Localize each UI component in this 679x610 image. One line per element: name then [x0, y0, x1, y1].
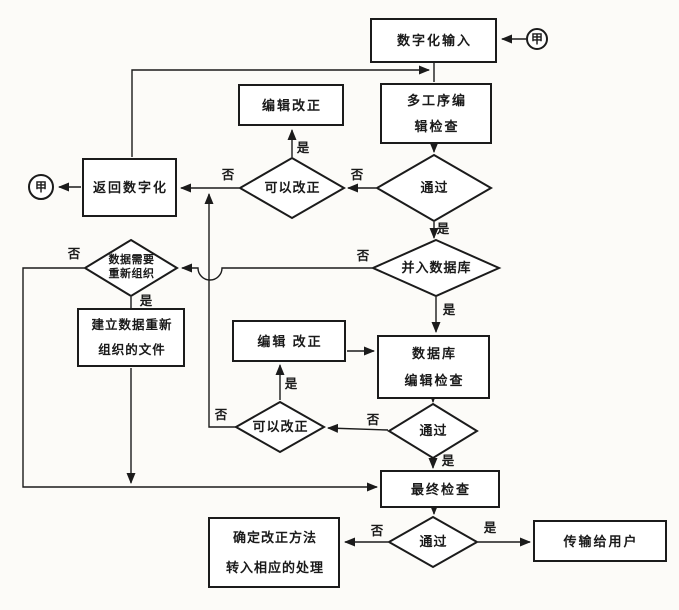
node-edit-correct-1: 编辑改正	[238, 84, 344, 126]
node-multi-process-check: 多工序编 辑检查	[380, 83, 492, 144]
edge-return-feedback-top	[131, 65, 430, 157]
edge-merge-no-with-hop	[181, 263, 372, 281]
branch-cancorrect2-yes: 是	[284, 377, 298, 392]
node-return-digitize-label: 返回数字化	[92, 180, 168, 195]
node-determine-method: 确定改正方法 转入相应的处理	[208, 517, 340, 588]
node-db-edit-check: 数据库 编辑检查	[377, 335, 490, 399]
node-rebuild-file-line1: 建立数据重新	[91, 318, 173, 332]
connector-jia-left-label: 甲	[34, 180, 47, 194]
branch-cancorrect1-no: 否	[221, 168, 235, 183]
node-edit-correct-1-label: 编辑改正	[261, 97, 322, 113]
diamond-merge-into-db	[370, 238, 502, 298]
node-return-digitize: 返回数字化	[82, 158, 177, 217]
branch-cancorrect1-yes: 是	[296, 141, 310, 156]
branch-pass2-yes: 是	[441, 454, 455, 469]
diamond-need-reorg	[83, 238, 179, 298]
diamond-pass-1	[375, 153, 493, 223]
diamond-pass-2	[387, 402, 479, 460]
branch-reorg-no: 否	[67, 247, 81, 262]
node-determine-method-line2: 转入相应的处理	[225, 560, 324, 575]
branch-merge-yes: 是	[442, 303, 456, 318]
node-multi-process-check-line1: 多工序编	[406, 93, 467, 108]
branch-pass3-yes: 是	[483, 521, 497, 536]
branch-merge-no: 否	[356, 249, 370, 264]
node-digitize-input: 数字化输入	[370, 18, 497, 63]
node-edit-correct-2: 编辑 改正	[232, 320, 346, 362]
node-final-check-label: 最终检查	[410, 481, 471, 497]
node-transmit-user-label: 传输给用户	[563, 533, 639, 549]
node-rebuild-file: 建立数据重新 组织的文件	[77, 308, 185, 367]
node-db-edit-check-line2: 编辑检查	[404, 373, 465, 388]
diamond-can-correct-1	[237, 156, 347, 220]
diamond-pass-3	[386, 515, 480, 569]
edge-reorg-no-to-final	[22, 267, 378, 492]
branch-pass3-no: 否	[370, 524, 384, 539]
node-db-edit-check-line1: 数据库	[411, 346, 457, 361]
node-final-check: 最终检查	[380, 470, 500, 508]
branch-cancorrect2-no: 否	[214, 408, 228, 423]
node-edit-correct-2-label: 编辑 改正	[257, 333, 323, 349]
node-transmit-user: 传输给用户	[533, 520, 667, 562]
connector-jia-top-label: 甲	[530, 32, 543, 46]
branch-pass1-no: 否	[350, 168, 364, 183]
edge-cancorrect2-no-up	[204, 193, 236, 428]
node-digitize-input-label: 数字化输入	[396, 33, 472, 48]
branch-pass1-yes: 是	[436, 222, 450, 237]
node-rebuild-file-line2: 组织的文件	[98, 342, 166, 357]
connector-jia-top: 甲	[526, 28, 548, 50]
edge-pass2-no	[327, 423, 389, 433]
branch-reorg-yes: 是	[139, 294, 153, 309]
diamond-can-correct-2	[233, 400, 327, 454]
node-multi-process-check-line2: 辑检查	[414, 119, 460, 134]
node-determine-method-line1: 确定改正方法	[232, 530, 317, 545]
connector-jia-left: 甲	[28, 174, 54, 200]
branch-pass2-no: 否	[366, 413, 380, 428]
